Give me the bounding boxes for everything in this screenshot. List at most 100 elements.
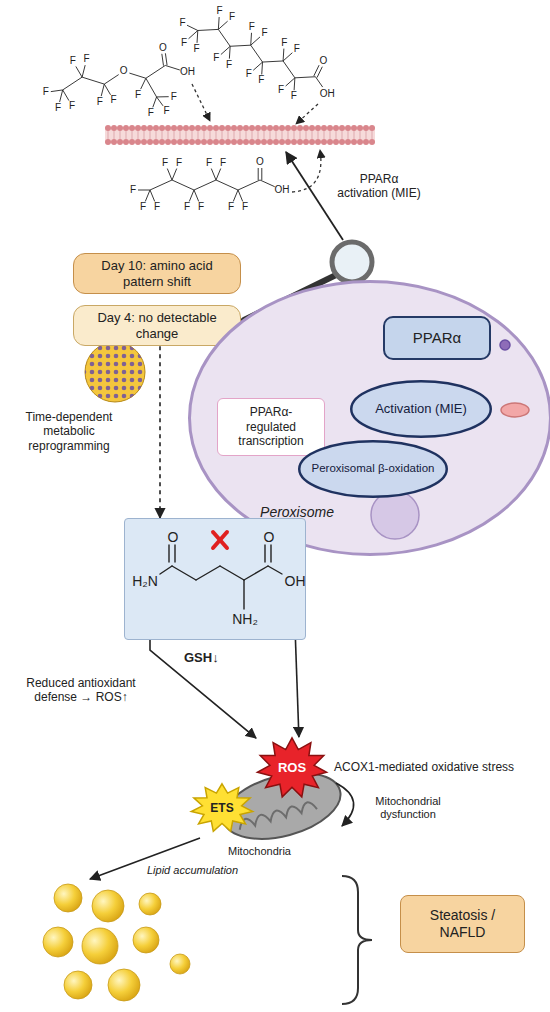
chemical-bond (216, 169, 221, 180)
cell-membrane (135, 125, 141, 131)
cell-membrane (207, 139, 213, 145)
chemical-bond (315, 77, 322, 87)
chemical-bond (261, 62, 263, 74)
chemical-bond (230, 45, 251, 46)
lipid-droplet (43, 884, 190, 1001)
structure-bonds (213, 532, 227, 548)
cell-membrane (165, 139, 171, 145)
atom-symbol: O (319, 56, 327, 66)
cell-membrane (366, 130, 367, 140)
atom-symbol: F (246, 69, 252, 79)
cell-membrane (132, 130, 133, 140)
uptake-arrow (192, 84, 210, 121)
cell-membrane (105, 125, 111, 131)
cell-membrane (201, 125, 207, 131)
atom-symbol: F (258, 75, 264, 85)
node-text: Day 4: no detectable change (82, 310, 232, 341)
cell-membrane (258, 130, 259, 140)
cell-membrane (189, 125, 195, 131)
chemical-bond (150, 190, 155, 201)
cell-membrane (249, 125, 255, 131)
cell-membrane (207, 125, 213, 131)
cell-membrane (225, 139, 231, 145)
timepoint-box: Day 10: amino acid pattern shift (73, 253, 241, 294)
cell-membrane (300, 130, 301, 140)
chemical-bond (283, 61, 295, 78)
chemical-bond (295, 77, 316, 78)
timepoint-box: Day 4: no detectable change (73, 305, 241, 346)
cell-membrane (231, 125, 237, 131)
cell-membrane (336, 130, 337, 140)
chemical-bond (221, 46, 230, 54)
cell-membrane (117, 139, 123, 145)
structure-bonds (213, 532, 227, 548)
bracket (342, 876, 372, 1004)
cell-membrane (195, 139, 201, 145)
cell-membrane (252, 130, 253, 140)
cell-membrane (144, 130, 145, 140)
node-text: Steatosis / NAFLD (409, 907, 516, 941)
atom-symbol: F (97, 97, 103, 107)
atom-symbol: F (55, 103, 61, 113)
cell-membrane (249, 139, 255, 145)
cell-membrane (129, 125, 135, 131)
cell-membrane (159, 125, 165, 131)
cell-membrane (342, 130, 343, 140)
process-box: PPARα-regulated transcription (217, 398, 325, 456)
node-text: Day 10: amino acid pattern shift (82, 258, 232, 289)
cell-membrane (216, 130, 217, 140)
cell-membrane (117, 125, 123, 131)
chemical-bond (150, 180, 172, 190)
atom-symbol: F (140, 202, 146, 212)
chemical-bond (157, 96, 169, 97)
atom-symbol: F (171, 92, 177, 102)
chemical-bond (189, 30, 198, 38)
process-ellipse-outline (299, 441, 447, 497)
chemical-bond (198, 29, 219, 30)
chemical-bond (261, 168, 262, 180)
structure-bonds (172, 566, 196, 580)
chemical-bond (165, 53, 167, 65)
cell-membrane (111, 125, 117, 131)
cell-membrane (243, 125, 249, 131)
cell-membrane (276, 130, 277, 140)
cell-membrane (192, 130, 193, 140)
atom-symbol: F (242, 202, 248, 212)
cell-membrane (153, 125, 159, 131)
atom-symbol: F (226, 60, 232, 70)
uptake-arrow (296, 104, 318, 124)
chemical-bond (218, 17, 220, 29)
cell-membrane (288, 130, 289, 140)
node-text: PPARα (413, 329, 461, 347)
lipid-droplet (92, 890, 124, 922)
cell-membrane (225, 125, 231, 131)
organelle-label: Mitochondria (226, 845, 293, 858)
chemical-bond (251, 37, 260, 45)
connector (159, 346, 161, 518)
process-ellipse-outline (351, 381, 491, 437)
atom-symbol: F (179, 18, 185, 28)
chemical-bond (211, 169, 216, 180)
chemical-bond (165, 65, 180, 70)
ets-burst-outline (191, 784, 252, 832)
cell-membrane (243, 139, 249, 145)
chemical-bond (153, 97, 157, 107)
chemical-bond (238, 190, 243, 201)
cell-membrane (351, 139, 357, 145)
bracket (342, 876, 372, 1004)
nanoparticle (85, 342, 145, 402)
cell-membrane (123, 125, 129, 131)
cell-membrane (219, 125, 225, 131)
chemical-bond (294, 78, 296, 90)
cell-membrane (270, 130, 271, 140)
cell-membrane (219, 139, 225, 145)
chemical-bond (104, 75, 118, 85)
atom-symbol: F (162, 158, 168, 168)
glutamine-structure: OOH₂NOHNH₂ (124, 518, 306, 640)
cell-membrane (129, 139, 135, 145)
atom-symbol: F (164, 106, 170, 116)
cell-membrane (150, 130, 151, 140)
cell-membrane (240, 130, 241, 140)
atom-symbol: F (198, 202, 204, 212)
